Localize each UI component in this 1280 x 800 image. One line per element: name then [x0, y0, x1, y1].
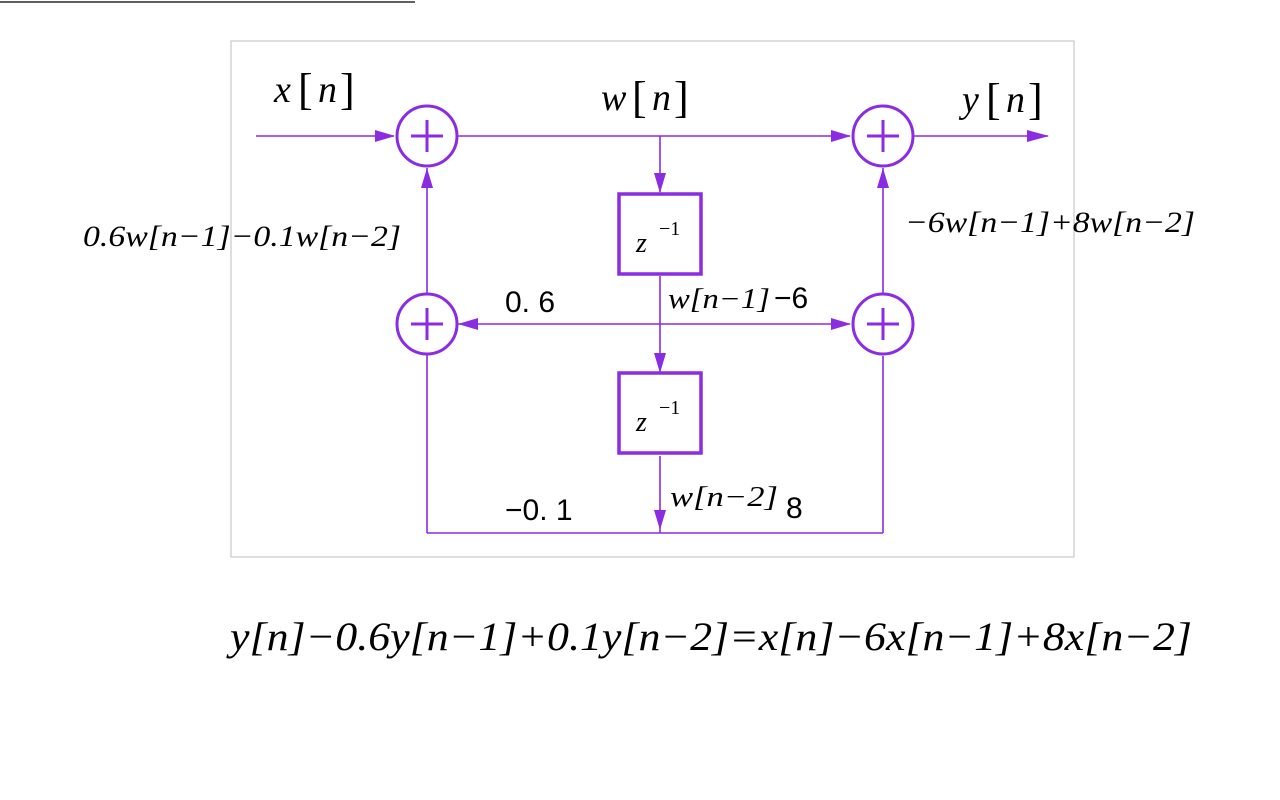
delay1-base: z	[635, 228, 647, 259]
delay1-exp: −1	[659, 218, 680, 240]
label-input: x [ n ]	[273, 65, 355, 114]
coef-b1: −6	[774, 282, 808, 315]
label-state: w [ n ]	[601, 73, 689, 122]
arrow-into-left-top-adder	[375, 130, 395, 142]
svg-text:n: n	[652, 77, 671, 119]
coef-a1: 0. 6	[505, 286, 555, 319]
arrow-up-left	[421, 168, 433, 188]
delay-block-2: z −1	[617, 371, 703, 455]
svg-text:]: ]	[1028, 75, 1043, 124]
signal-lines	[256, 135, 1048, 534]
arrow-tap2-down	[654, 510, 666, 530]
arrow-output	[1027, 130, 1049, 142]
coef-b2: 8	[786, 492, 803, 525]
arrow-into-right-mid-adder	[831, 318, 851, 330]
svg-text:w: w	[601, 77, 627, 119]
left-feedback-expr: 0.6w[n−1]−0.1w[n−2]	[83, 220, 401, 253]
svg-text:[: [	[632, 73, 647, 122]
svg-text:x: x	[273, 69, 291, 111]
diagram-frame	[230, 40, 1075, 558]
svg-text:[: [	[986, 75, 1001, 124]
adder-top-right	[851, 104, 915, 168]
arrow-into-delay1	[654, 173, 666, 193]
tap1-label: w[n−1]	[668, 284, 770, 315]
coef-a2: −0. 1	[505, 494, 573, 527]
svg-text:y: y	[958, 79, 979, 121]
svg-text:[: [	[298, 65, 313, 114]
right-feedforward-expr: −6w[n−1]+8w[n−2]	[905, 206, 1195, 239]
arrowheads	[375, 130, 1049, 530]
label-output: y [ n ]	[958, 75, 1043, 124]
arrow-up-right	[877, 168, 889, 188]
arrow-into-delay2	[654, 353, 666, 373]
difference-equation: y[n]−0.6y[n−1]+0.1y[n−2]=x[n]−6x[n−1]+8x…	[226, 614, 1192, 659]
svg-text:]: ]	[674, 73, 689, 122]
arrow-into-left-mid-adder	[458, 318, 478, 330]
svg-text:n: n	[318, 69, 337, 111]
delay2-base: z	[635, 407, 647, 438]
adder-top-left	[395, 104, 459, 168]
svg-text:n: n	[1006, 79, 1025, 121]
adder-mid-left	[395, 292, 459, 356]
delay-block-1: z −1	[617, 192, 703, 276]
adder-mid-right	[851, 292, 915, 356]
tap2-label: w[n−2]	[670, 482, 778, 513]
arrow-into-right-top-adder	[831, 130, 851, 142]
delay2-exp: −1	[659, 397, 680, 419]
svg-text:]: ]	[340, 65, 355, 114]
